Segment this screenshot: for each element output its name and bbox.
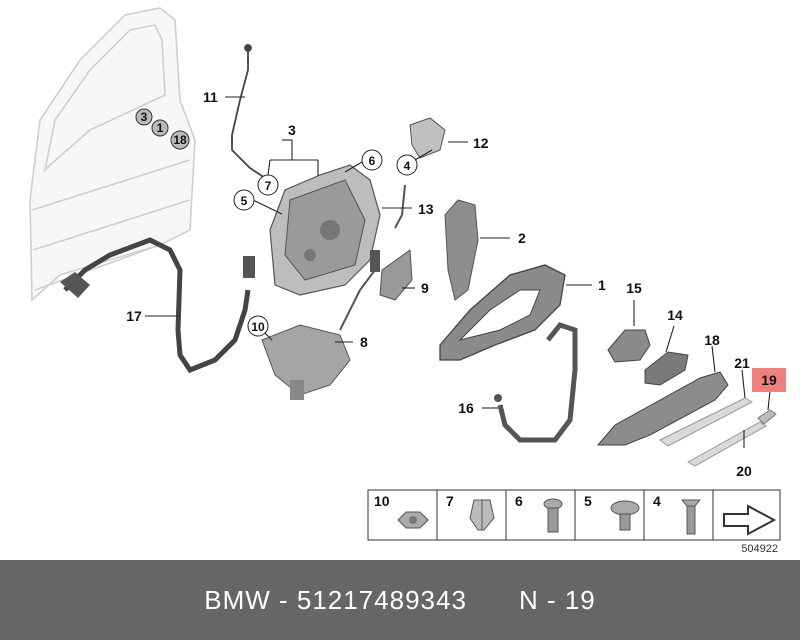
expanding-nut-icon [469, 499, 495, 531]
cable-17-illustration [60, 237, 255, 374]
handle-carrier-illustration [439, 264, 566, 361]
label-8: 8 [360, 334, 368, 350]
label-18: 18 [704, 332, 720, 348]
label-17: 17 [126, 308, 142, 324]
label-3: 3 [288, 122, 296, 138]
callout-18: 18 [173, 133, 187, 147]
direction-arrow-icon [723, 504, 777, 536]
label-16: 16 [458, 400, 474, 416]
countersunk-screw-icon [680, 499, 702, 535]
label-11: 11 [203, 89, 218, 105]
outer-handle-18-illustration [596, 371, 729, 446]
actuator-8-illustration [261, 250, 380, 400]
door-callouts: 3 1 18 [135, 108, 190, 150]
label-7: 7 [265, 179, 272, 193]
legend-num-6: 6 [515, 493, 523, 509]
callout-3: 3 [141, 110, 148, 124]
lock-cylinder-15-illustration [607, 329, 651, 363]
cable-16-illustration [497, 322, 578, 443]
label-12: 12 [473, 135, 489, 151]
label-1: 1 [598, 277, 606, 293]
footer-reference: N - 19 [518, 584, 596, 615]
label-10: 10 [251, 320, 265, 334]
exploded-view-svg: 3 1 18 [29, 7, 786, 555]
label-6: 6 [369, 154, 376, 168]
bracket-9-illustration [379, 249, 413, 301]
label-4: 4 [404, 159, 411, 173]
label-19: 19 [761, 372, 777, 388]
label-9: 9 [421, 280, 429, 296]
label-20: 20 [736, 463, 752, 479]
footer-part-number: BMW - 51217489343 [204, 584, 467, 615]
label-2: 2 [518, 230, 526, 246]
label-13: 13 [418, 201, 434, 217]
drawing-number: 504922 [741, 543, 778, 555]
label-5: 5 [241, 194, 248, 208]
parts-diagram: 3 1 18 [29, 7, 786, 555]
cap-14-illustration [644, 351, 689, 386]
legend-num-4: 4 [653, 493, 661, 509]
legend-num-7: 7 [446, 493, 454, 509]
legend-num-5: 5 [584, 493, 592, 509]
door-lock-illustration [269, 164, 381, 296]
label-19-highlight [752, 368, 786, 392]
rod-13-illustration [394, 184, 406, 229]
trim-21-illustration [659, 397, 754, 447]
footer-bar: BMW - 51217489343 N - 19 [0, 560, 800, 640]
callout-1: 1 [157, 121, 164, 135]
cover-19-illustration [757, 409, 777, 425]
cable-16-end [494, 394, 502, 402]
legend-num-10: 10 [374, 493, 390, 509]
door-panel-illustration [29, 7, 196, 302]
leader-lines [145, 96, 771, 448]
cable-11-illustration [231, 44, 269, 181]
bracket-12-illustration [409, 117, 446, 159]
part-labels: 11 3 7 6 5 10 17 8 9 13 4 12 2 1 16 15 1… [126, 89, 786, 479]
label-14: 14 [667, 307, 683, 323]
label-15: 15 [626, 280, 642, 296]
hardware-legend: 10 7 6 5 4 504922 [367, 489, 781, 555]
label-21: 21 [734, 355, 750, 371]
support-2-illustration [444, 199, 479, 301]
torx-washer-screw-icon [610, 500, 640, 531]
trim-20-illustration [686, 421, 767, 467]
hex-flange-nut-icon [397, 511, 429, 529]
torx-bolt-icon [543, 498, 563, 533]
